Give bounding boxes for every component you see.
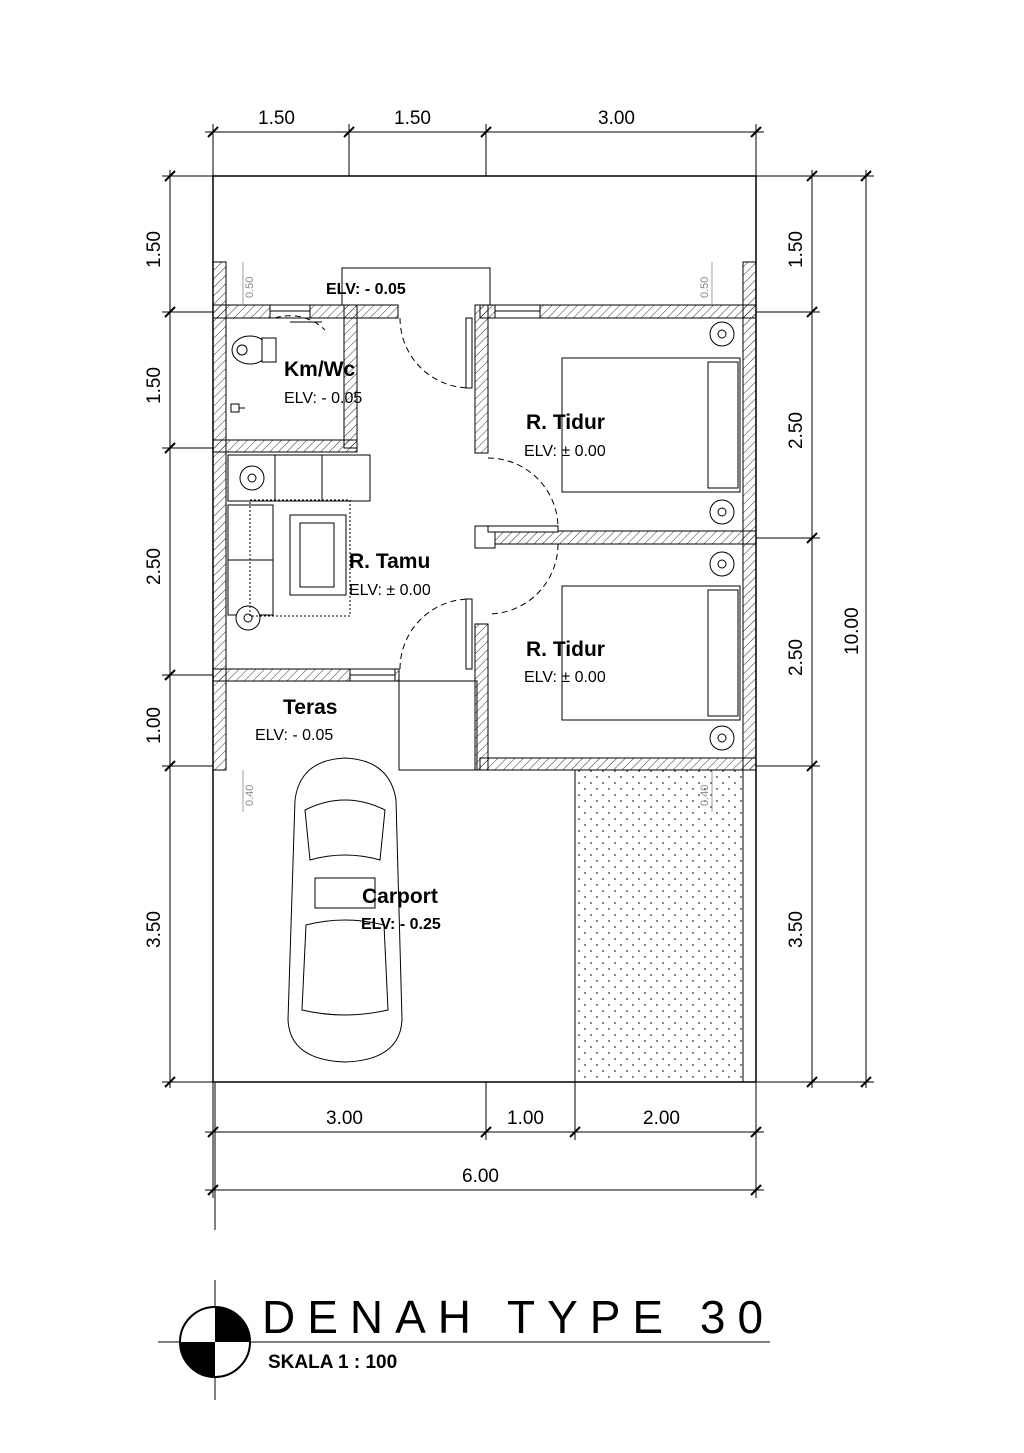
garden-area [574,769,744,1083]
room-carport-name: Carport [362,885,438,908]
dim-top-3: 3.00 [598,108,635,129]
top-elv-label: ELV: - 0.05 [326,281,406,298]
dimension-lines [162,124,874,1198]
room-tamu-elv: ELV: ± 0.00 [349,582,431,599]
dim-top-2: 1.50 [394,108,431,129]
dim-right-3: 2.50 [786,639,807,676]
dim-top-1: 1.50 [258,108,295,129]
room-tidur-lower-name: R. Tidur [526,638,605,661]
dim-right-2: 2.50 [786,412,807,449]
small-dim-1: 0.50 [244,277,256,298]
room-kmwc-elv: ELV: - 0.05 [284,390,362,407]
dim-bottom-2: 1.00 [507,1108,544,1129]
small-dimension-lines [242,262,713,812]
dim-left-3: 2.50 [144,548,165,585]
windows [269,304,541,682]
car-icon [287,757,403,1063]
room-tidur-lower-elv: ELV: ± 0.00 [524,669,606,686]
bed-lower-icon [561,551,741,751]
canopy-lines [226,267,491,771]
drawing-title: DENAH TYPE 30 [262,1291,775,1343]
dim-bottom-total: 6.00 [462,1166,499,1187]
room-teras-elv: ELV: - 0.05 [255,727,333,744]
room-tidur-upper-name: R. Tidur [526,411,605,434]
door-swings [274,315,559,670]
room-kmwc-name: Km/Wc [284,358,355,381]
room-teras-name: Teras [283,696,337,719]
toilet-icon [231,335,277,365]
room-tidur-upper-elv: ELV: ± 0.00 [524,443,606,460]
dim-left-5: 3.50 [144,911,165,948]
title-symbol-icon [158,1083,770,1400]
floor-drain-icon [230,403,245,413]
dim-bottom-1: 3.00 [326,1108,363,1129]
dimension-ticks [164,126,872,1196]
room-carport-elv: ELV: - 0.25 [361,916,441,933]
sofa-set-icon [227,454,371,631]
dim-right-1: 1.50 [786,231,807,268]
dim-left-4: 1.00 [144,707,165,744]
drawing-scale: SKALA 1 : 100 [268,1352,397,1373]
small-dim-3: 0.40 [244,785,256,806]
dim-right-total: 10.00 [842,607,863,655]
room-tamu-name: R. Tamu [349,550,430,573]
small-dim-2: 0.50 [699,277,711,298]
dim-left-1: 1.50 [144,231,165,268]
bed-upper-icon [561,321,741,525]
dim-left-2: 1.50 [144,367,165,404]
dim-bottom-3: 2.00 [643,1108,680,1129]
dim-right-4: 3.50 [786,911,807,948]
small-dim-4: 0.40 [699,785,711,806]
